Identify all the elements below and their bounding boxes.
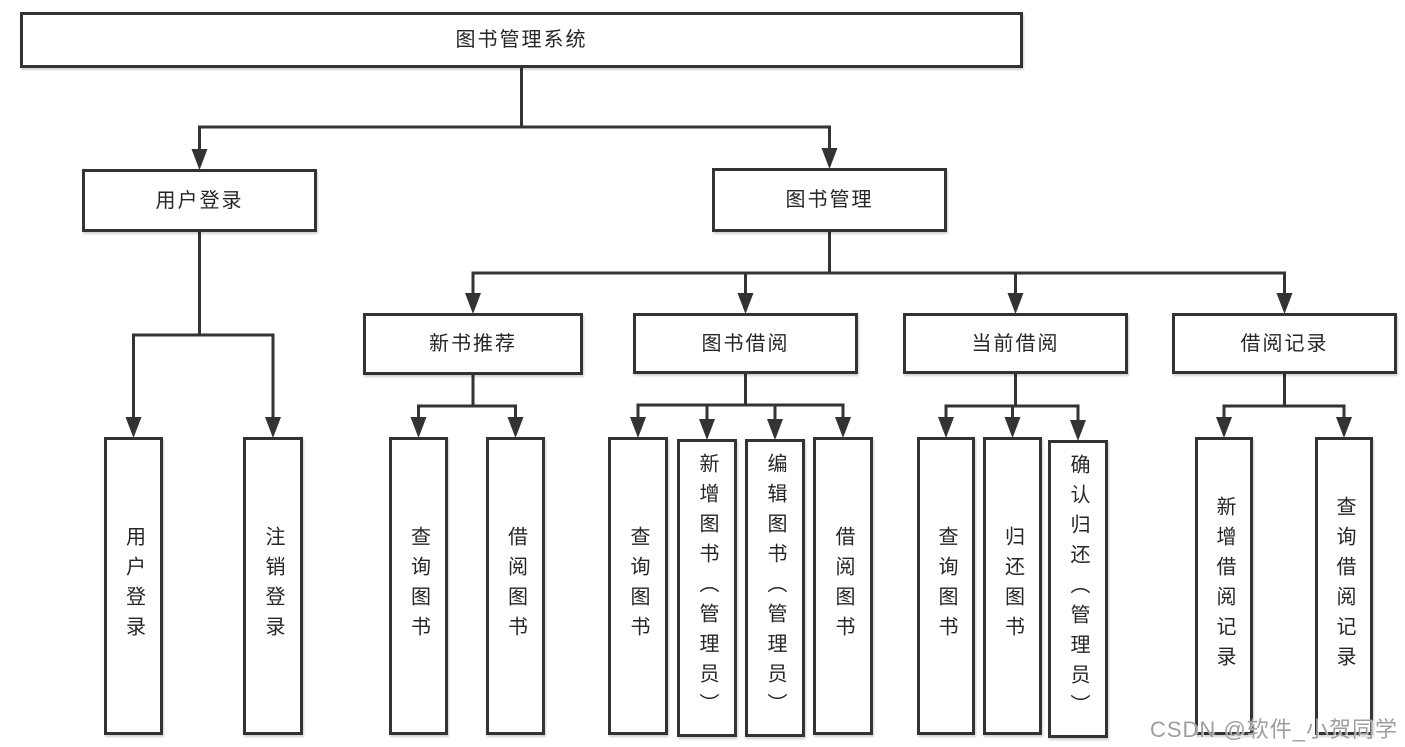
node-cur-return: 归还图书	[983, 437, 1042, 735]
arrowhead-icon	[938, 417, 954, 438]
node-borrow: 图书借阅	[633, 313, 858, 374]
node-cur-confirm: 确认归还（管理员）	[1048, 440, 1108, 738]
node-label: 新增借阅记录	[1213, 496, 1235, 676]
node-label: 查询图书	[627, 526, 649, 646]
node-cur-query: 查询图书	[917, 437, 975, 735]
node-recs-add: 新增借阅记录	[1195, 437, 1253, 735]
node-label: 查询图书	[935, 526, 957, 646]
node-rec-query: 查询图书	[389, 437, 448, 735]
arrowhead-icon	[767, 419, 783, 440]
arrowhead-icon	[1004, 417, 1021, 438]
node-label: 借阅图书	[832, 526, 854, 646]
arrowhead-icon	[1216, 417, 1232, 438]
arrowhead-icon	[465, 293, 481, 314]
node-rec-borrow: 借阅图书	[486, 437, 545, 735]
node-label: 图书管理	[785, 189, 874, 211]
node-root: 图书管理系统	[20, 12, 1023, 68]
node-label: 新书推荐	[429, 333, 517, 355]
node-label: 用户登录	[155, 189, 244, 212]
node-label: 图书借阅	[701, 332, 790, 355]
watermark: CSDN @软件_小贺同学	[1149, 717, 1398, 742]
arrowhead-icon	[1070, 420, 1086, 441]
node-current: 当前借阅	[903, 313, 1128, 374]
node-borrow-add: 新增图书（管理员）	[677, 439, 737, 737]
node-login-logout: 注销登录	[243, 437, 303, 735]
node-label: 归还图书	[1001, 526, 1024, 646]
node-rec: 新书推荐	[363, 313, 583, 375]
node-mgmt: 图书管理	[712, 168, 947, 232]
node-label: 新增图书（管理员）	[696, 453, 718, 723]
node-label: 图书管理系统	[455, 29, 588, 51]
arrowhead-icon	[410, 417, 427, 438]
node-borrow-query: 查询图书	[608, 437, 668, 735]
node-login: 用户登录	[82, 169, 317, 232]
arrowhead-icon	[125, 417, 142, 438]
node-label: 注销登录	[262, 526, 284, 646]
arrowhead-icon	[1007, 293, 1024, 314]
arrowhead-icon	[1276, 293, 1293, 314]
node-label: 借阅记录	[1240, 332, 1329, 355]
arrowhead-icon	[507, 417, 524, 438]
node-label: 用户登录	[122, 526, 145, 646]
node-records: 借阅记录	[1172, 313, 1397, 374]
arrowhead-icon	[265, 417, 281, 438]
node-borrow-edit: 编辑图书（管理员）	[745, 439, 805, 737]
arrowhead-icon	[821, 148, 838, 169]
node-label: 确认归还（管理员）	[1067, 454, 1089, 724]
node-label: 编辑图书（管理员）	[764, 453, 786, 723]
node-label: 查询图书	[407, 526, 430, 646]
node-recs-query: 查询借阅记录	[1315, 437, 1373, 735]
node-label: 查询借阅记录	[1333, 496, 1355, 676]
arrowhead-icon	[835, 417, 851, 438]
arrowhead-icon	[191, 149, 208, 170]
arrowhead-icon	[1336, 417, 1352, 438]
node-borrow-leaf: 借阅图书	[813, 437, 873, 735]
arrowhead-icon	[699, 419, 715, 440]
node-label: 当前借阅	[971, 332, 1060, 355]
node-login-user: 用户登录	[104, 437, 163, 735]
arrowhead-icon	[737, 293, 754, 314]
arrowhead-icon	[630, 417, 646, 438]
node-label: 借阅图书	[504, 526, 527, 646]
